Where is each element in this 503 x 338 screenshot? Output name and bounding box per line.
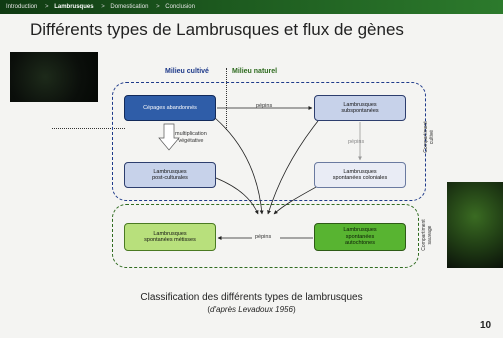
figure-caption: Classification des différents types de l… — [140, 292, 363, 303]
milieu-cultive-label: Milieu cultivé — [165, 68, 209, 75]
breadcrumb-item-conclusion[interactable]: Conclusion — [165, 4, 195, 10]
arrow-cepages-to-pepins — [214, 117, 264, 215]
box-cepages-abandonnes: Cépages abandonnés — [124, 95, 216, 121]
box-lambrusques-coloniales: Lambrusques spontanées coloniales — [314, 162, 406, 188]
breadcrumb-separator: > — [101, 4, 105, 10]
dotted-divider-vertical — [226, 68, 227, 130]
breadcrumb-separator: > — [45, 4, 49, 10]
figure-source: (d'après Levadoux 1956) — [0, 305, 503, 314]
source-open-paren: ( — [207, 305, 211, 314]
box-lambrusques-subspontanees: Lambrusques subspontanées — [314, 95, 406, 121]
breadcrumb-item-introduction[interactable]: Introduction — [6, 4, 38, 10]
compartment-cultive-frame — [112, 82, 426, 201]
box-lambrusques-autochtones: Lambrusques spontanées autochtones — [314, 223, 406, 251]
breadcrumb-separator: > — [156, 4, 160, 10]
dotted-divider-horizontal — [52, 128, 125, 129]
multiplication-vegetative-label: multiplication végétative — [175, 131, 207, 144]
arrow-multiplication-vegetative — [158, 123, 180, 151]
breadcrumb-item-lambrusques[interactable]: Lambrusques — [54, 4, 94, 10]
vine-photo-right — [447, 182, 503, 268]
source-reference: d'après Levadoux 1956 — [210, 305, 293, 314]
box-lambrusques-post-culturales: Lambrusques post-culturales — [124, 162, 216, 188]
milieu-naturel-label: Milieu naturel — [232, 68, 278, 75]
pepins-label-bottom: pépins — [255, 234, 272, 240]
arrow-post-to-pepins — [215, 177, 259, 215]
pepins-label-top: pépins — [256, 103, 273, 109]
slide-title: Différents types de Lambrusques et flux … — [30, 20, 404, 39]
breadcrumb: Introduction > Lambrusques > Domesticati… — [0, 0, 503, 14]
page-number: 10 — [480, 320, 492, 331]
box-lambrusques-metisses: Lambrusques spontanées métisses — [124, 223, 216, 251]
compartment-sauvage-frame — [112, 204, 419, 268]
pepins-label-middle: pépins — [348, 139, 365, 145]
arrow-coloniales-to-pepins — [273, 185, 319, 215]
arrow-subspontanees-to-pepins — [267, 120, 319, 215]
breadcrumb-item-domestication[interactable]: Domestication — [110, 4, 149, 10]
source-close-paren: ) — [292, 305, 296, 314]
vine-photo-left — [10, 52, 98, 102]
